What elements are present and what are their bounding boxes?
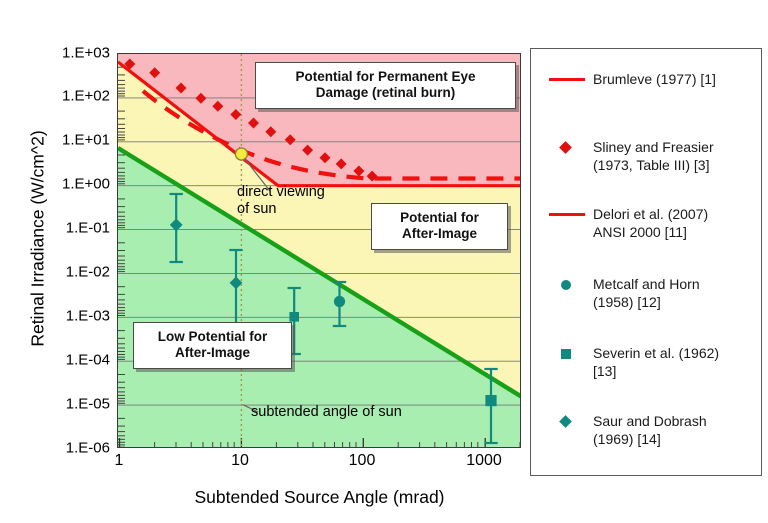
x-axis-title: Subtended Source Angle (mrad) [194, 487, 445, 507]
metcalf-horn-points [332, 280, 347, 328]
green-boundary-line [118, 146, 520, 399]
y-tick-label: 1.E-02 [65, 263, 110, 281]
y-tick-label: 1.E+01 [62, 131, 110, 149]
chart-legend: Brumleve (1977) [1] Sliney and Freasier … [530, 48, 762, 476]
sun-marker-icon [234, 147, 249, 161]
legend-line-icon [545, 71, 589, 88]
legend-diamond-icon [545, 413, 589, 430]
x-tick-label: 10 [231, 452, 249, 469]
callout-permanent-damage: Potential for Permanent Eye Damage (reti… [255, 62, 516, 109]
x-tick-label: 100 [348, 452, 376, 469]
y-tick-label: 1.E+00 [62, 175, 110, 193]
legend-circle-icon [545, 276, 589, 293]
plot-svg [118, 54, 520, 447]
subtended-angle-leader-line [242, 403, 259, 413]
legend-item-sliney-freasier: Sliney and Freasier (1973, Table III) [3… [545, 139, 757, 175]
x-tick-label: 1000 [466, 452, 502, 469]
y-tick-label: 1.E-05 [65, 395, 110, 413]
y-tick-label: 1.E+02 [62, 87, 110, 105]
y-tick-label: 1.E-01 [65, 219, 110, 237]
sun-leader-line [244, 158, 271, 192]
legend-item-severin: Severin et al. (1962) [13] [545, 345, 757, 381]
annotation-subtended-angle-of-sun: subtended angle of sun [251, 404, 402, 420]
brumleve-line [118, 60, 520, 188]
sliney-freasier-points [124, 58, 378, 182]
legend-line-icon [545, 206, 589, 223]
y-tick-label: 1.E-03 [65, 307, 110, 325]
legend-label: Delori et al. (2007) ANSI 2000 [11] [593, 206, 709, 240]
x-tick-label: 1 [114, 452, 124, 469]
y-tick-label: 1.E-04 [65, 351, 110, 369]
legend-diamond-icon [545, 139, 589, 156]
y-tick-label: 1.E+03 [62, 44, 110, 62]
annotation-direct-viewing-of-sun: direct viewing of sun [237, 184, 325, 217]
y-tick-label: 1.E-06 [65, 439, 110, 457]
legend-label: Severin et al. (1962) [13] [593, 345, 720, 379]
legend-label: Saur and Dobrash (1969) [14] [593, 413, 707, 447]
legend-label: Sliney and Freasier (1973, Table III) [3… [593, 139, 714, 173]
legend-item-delori: Delori et al. (2007) ANSI 2000 [11] [545, 206, 757, 242]
legend-item-brumleve: Brumleve (1977) [1] [545, 71, 757, 89]
plot-area [117, 53, 521, 448]
callout-after-image: Potential for After-Image [371, 203, 508, 250]
legend-square-icon [545, 345, 589, 362]
legend-item-metcalf-horn: Metcalf and Horn (1958) [12] [545, 276, 757, 312]
y-axis-tick-labels: 1.E+03 1.E+02 1.E+01 1.E+00 1.E-01 1.E-0… [0, 0, 117, 523]
legend-label: Metcalf and Horn (1958) [12] [593, 276, 700, 310]
callout-low-after-image: Low Potential for After-Image [133, 322, 292, 369]
legend-item-saur-dobrash: Saur and Dobrash (1969) [14] [545, 413, 757, 449]
legend-label: Brumleve (1977) [1] [593, 71, 716, 87]
x-axis-minor-ticks [154, 442, 520, 447]
